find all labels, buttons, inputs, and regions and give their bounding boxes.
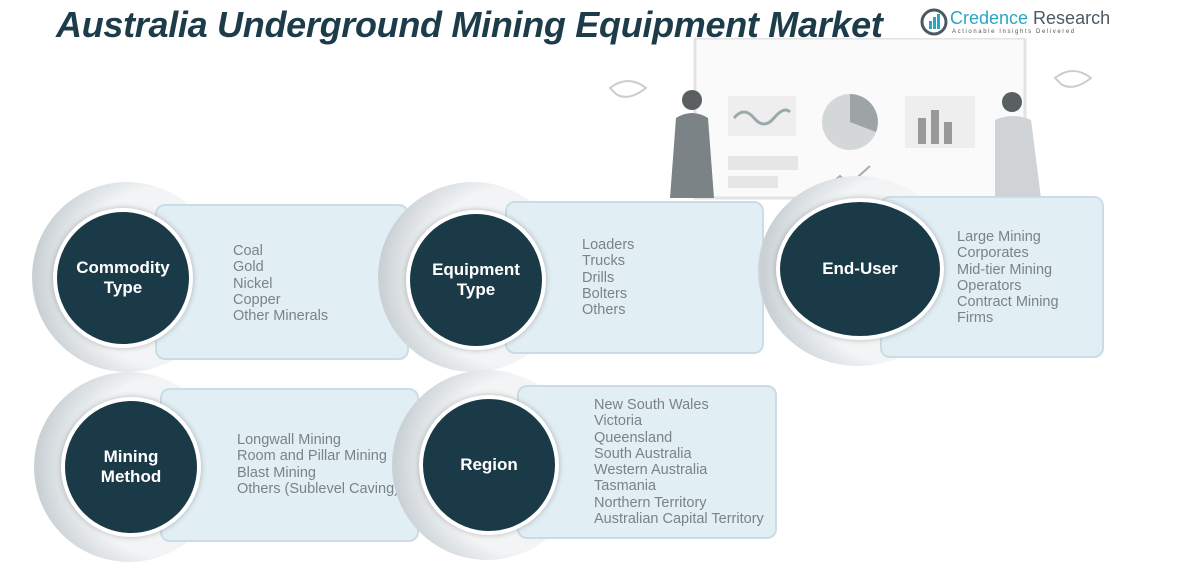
segment-box-region: [517, 385, 777, 539]
list-item: South Australia: [594, 445, 692, 462]
list-item: Gold: [233, 259, 264, 276]
list-item: New South Wales: [594, 397, 709, 413]
list-item: Blast Mining: [237, 464, 316, 481]
list-item: Longwall Mining: [237, 432, 341, 448]
segment-box-mining-method: [160, 388, 419, 542]
list-item: Tasmania: [594, 478, 657, 495]
list-item: Mid-tier Mining: [957, 261, 1053, 278]
segment-items-mining-method: Longwall Mining Room and Pillar Mining B…: [237, 432, 399, 497]
segment-circle-end-user: End-User: [776, 198, 944, 340]
segment-circle-region: Region: [419, 395, 559, 535]
segment-items-region: New South Wales Victoria Queensland Sout…: [594, 397, 764, 527]
list-item: Loaders: [582, 237, 635, 253]
list-item: Others: [582, 302, 626, 319]
list-item: Australian Capital Territory: [594, 511, 764, 528]
list-item: Trucks: [582, 253, 625, 270]
logo-name-1: Credence: [950, 8, 1029, 28]
logo-icon: [920, 8, 948, 36]
segment-circle-equipment: Equipment Type: [406, 210, 546, 350]
segment-items-end-user: Large Mining Corporates Mid-tier Mining …: [957, 229, 1059, 327]
list-item: Other Minerals: [233, 308, 329, 325]
list-item: Bolters: [582, 285, 628, 302]
list-item: Coal: [233, 243, 263, 259]
logo: Credence Research Actionable Insights De…: [920, 8, 1110, 41]
list-item: Large Mining: [957, 229, 1041, 245]
segment-items-equipment: Loaders Trucks Drills Bolters Others: [582, 237, 634, 318]
list-item: Victoria: [594, 413, 643, 430]
list-item: Contract Mining: [957, 294, 1059, 311]
segment-items-commodity: Coal Gold Nickel Copper Other Minerals: [233, 243, 328, 324]
list-item: Northern Territory: [594, 494, 707, 511]
list-item: Firms: [957, 310, 994, 327]
list-item: Western Australia: [594, 462, 708, 479]
list-item: Others (Sublevel Caving): [237, 480, 399, 497]
segment-circle-commodity: Commodity Type: [53, 208, 193, 348]
logo-name-2: Research: [1028, 8, 1111, 28]
list-item: Room and Pillar Mining: [237, 448, 387, 465]
list-item: Drills: [582, 269, 615, 286]
list-item: Operators: [957, 277, 1022, 294]
list-item: Queensland: [594, 429, 673, 446]
segment-circle-mining-method: Mining Method: [61, 397, 201, 537]
list-item: Copper: [233, 291, 281, 308]
logo-tagline: Actionable Insights Delivered: [952, 29, 1076, 35]
list-item: Nickel: [233, 275, 273, 292]
list-item: Corporates: [957, 245, 1029, 262]
